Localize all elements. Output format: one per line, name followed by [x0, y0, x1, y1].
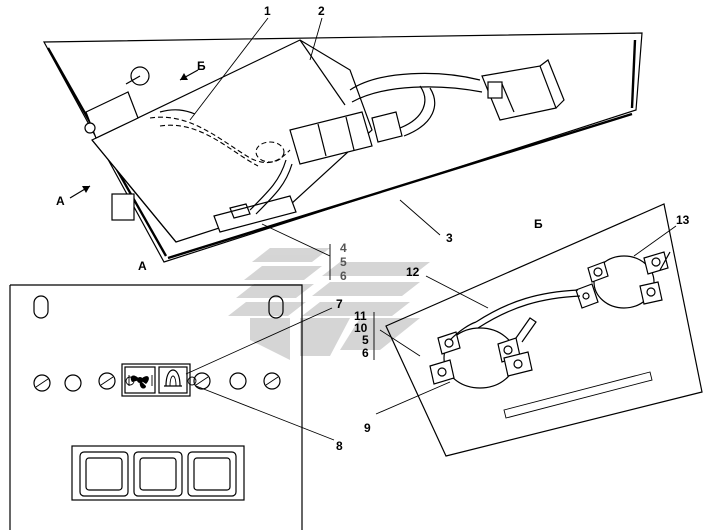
main-housing-view: А Б 1 2 3	[42, 4, 643, 280]
callout-7: 7	[336, 297, 343, 311]
callout-13: 13	[676, 213, 690, 227]
watermark-logo	[228, 248, 430, 360]
callout-5: 5	[340, 255, 347, 269]
callout-4: 4	[340, 241, 347, 255]
callout-8: 8	[336, 439, 343, 453]
button-row	[71, 445, 245, 501]
view-b-caption: Б	[534, 217, 543, 231]
callout-3: 3	[446, 231, 453, 245]
callout-5b: 5	[362, 333, 369, 347]
callout-stack-b: 11 10 5 6	[354, 309, 375, 360]
heater-icon	[164, 369, 182, 387]
relay-view: Б	[364, 203, 703, 457]
screw-row	[33, 372, 281, 392]
relay-9	[429, 317, 537, 389]
view-a-caption: А	[138, 259, 147, 273]
callout-2: 2	[318, 4, 325, 18]
relay-13	[575, 251, 671, 309]
callout-1: 1	[264, 4, 271, 18]
callout-12: 12	[406, 265, 420, 279]
callout-10: 10	[354, 321, 368, 335]
callout-6b: 6	[362, 346, 369, 360]
fan-icon	[128, 375, 153, 389]
callout-stack-a: 4 5 6	[340, 241, 347, 283]
callout-11: 11	[354, 309, 367, 323]
view-a-arrow-label: А	[56, 194, 65, 208]
view-b-arrow-label: Б	[197, 59, 206, 73]
callout-9: 9	[364, 421, 371, 435]
callout-6: 6	[340, 269, 347, 283]
control-panel-view: 7 8	[9, 284, 343, 530]
